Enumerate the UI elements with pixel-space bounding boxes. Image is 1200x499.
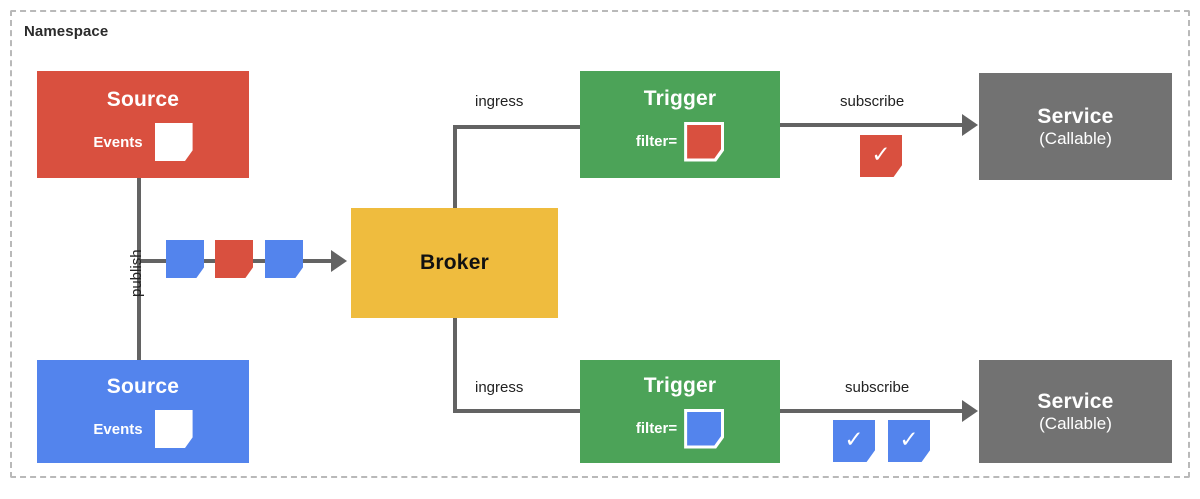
trigger-bottom-filter-label: filter= xyxy=(635,420,678,438)
node-source-red[interactable]: Source Events xyxy=(37,71,249,178)
event-card-icon-3 xyxy=(265,240,303,278)
check-card-icon-bottom-1: ✓ xyxy=(833,420,875,462)
source-blue-events-label: Events xyxy=(93,420,143,438)
trigger-top-title: Trigger xyxy=(643,87,717,111)
white-event-card-icon xyxy=(154,123,193,162)
subscribe-top-label: subscribe xyxy=(840,93,905,110)
ingress-bottom-line xyxy=(453,409,582,413)
check-card-icon-top-1: ✓ xyxy=(860,135,902,177)
check-glyph: ✓ xyxy=(871,141,891,167)
subscribe-top-line xyxy=(778,123,964,127)
filter-card-fill xyxy=(687,124,722,159)
event-card-icon-1 xyxy=(166,240,204,278)
broker-title: Broker xyxy=(420,251,489,275)
source-blue-events-row: Events xyxy=(93,410,193,449)
node-service-bottom[interactable]: Service (Callable) xyxy=(979,360,1172,463)
ingress-bottom-label: ingress xyxy=(475,379,524,396)
ingress-bottom-vertical-line xyxy=(453,316,457,413)
service-top-title: Service xyxy=(1037,104,1114,128)
service-bottom-subtitle: (Callable) xyxy=(1039,413,1112,433)
white-event-card-icon xyxy=(154,410,193,449)
ingress-top-line xyxy=(453,125,582,129)
trigger-top-filter-label: filter= xyxy=(635,133,678,151)
source-red-events-label: Events xyxy=(93,133,143,151)
ingress-top-label: ingress xyxy=(475,93,524,110)
red-filter-card-icon xyxy=(684,121,725,162)
publish-arrow-head xyxy=(331,250,347,272)
node-service-top[interactable]: Service (Callable) xyxy=(979,73,1172,180)
node-trigger-bottom[interactable]: Trigger filter= xyxy=(580,360,780,463)
check-glyph: ✓ xyxy=(844,426,864,452)
subscribe-bottom-arrow-head xyxy=(962,400,978,422)
filter-card-fill xyxy=(687,411,722,446)
event-card-icon-2 xyxy=(215,240,253,278)
source-red-events-row: Events xyxy=(93,123,193,162)
ingress-top-vertical-line xyxy=(453,125,457,210)
subscribe-bottom-line xyxy=(778,409,964,413)
service-top-subtitle: (Callable) xyxy=(1039,128,1112,148)
node-trigger-top[interactable]: Trigger filter= xyxy=(580,71,780,178)
node-source-blue[interactable]: Source Events xyxy=(37,360,249,463)
namespace-boundary xyxy=(10,10,1190,478)
namespace-label: Namespace xyxy=(24,23,109,40)
trigger-bottom-title: Trigger xyxy=(643,374,717,398)
publish-trunk-line xyxy=(137,178,141,362)
source-blue-title: Source xyxy=(106,374,180,398)
blue-filter-card-icon xyxy=(684,408,725,449)
trigger-top-filter-row: filter= xyxy=(635,121,725,162)
subscribe-top-arrow-head xyxy=(962,114,978,136)
source-red-title: Source xyxy=(106,87,180,111)
trigger-bottom-filter-row: filter= xyxy=(635,408,725,449)
service-bottom-title: Service xyxy=(1037,389,1114,413)
check-glyph: ✓ xyxy=(899,426,919,452)
publish-label: publish xyxy=(128,249,145,297)
check-card-icon-bottom-2: ✓ xyxy=(888,420,930,462)
subscribe-bottom-label: subscribe xyxy=(845,379,910,396)
node-broker[interactable]: Broker xyxy=(351,208,558,318)
